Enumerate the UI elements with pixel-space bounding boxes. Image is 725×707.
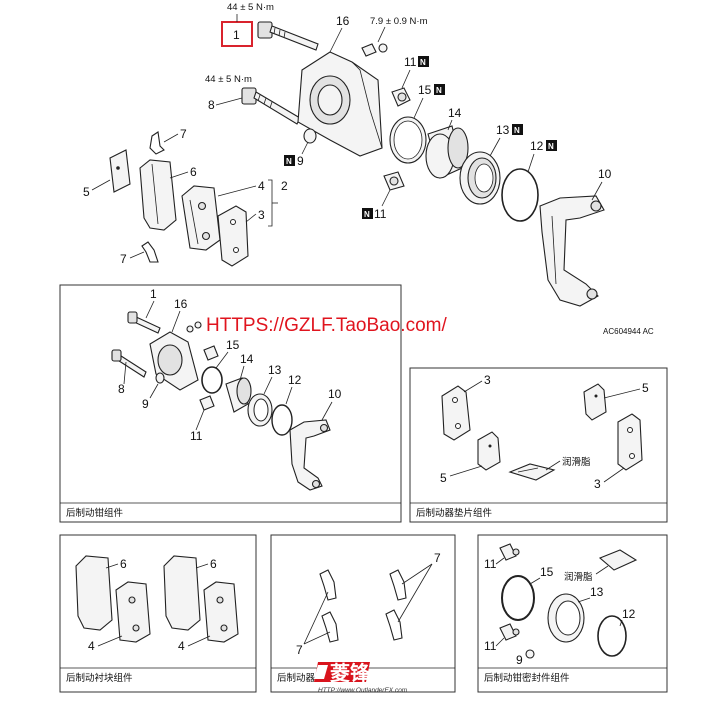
figure-code: AC604944 AC (603, 327, 654, 336)
torque-bleeder: 7.9 ± 0.9 N·m (370, 16, 428, 27)
svg-text:12: 12 (622, 607, 636, 621)
callout-4: 4 (258, 179, 265, 193)
bushing-9 (303, 128, 317, 144)
brake-pad-4 (181, 185, 221, 251)
lubricant-label-pads: 润滑脂 (562, 456, 591, 468)
svg-text:6: 6 (210, 557, 217, 571)
svg-text:N: N (286, 157, 292, 166)
panel-pad-assembly: 后制动器垫片组件 3 5 润滑脂 5 3 (409, 367, 668, 523)
caption-pad-assembly: 后制动器垫片组件 (416, 507, 493, 519)
svg-text:4: 4 (88, 639, 95, 653)
svg-text:15: 15 (540, 565, 554, 579)
svg-text:5: 5 (440, 471, 447, 485)
svg-text:7: 7 (296, 643, 303, 657)
caption-caliper-assembly: 后制动钳组件 (66, 507, 124, 519)
torque-bolt1: 44 ± 5 N·m (227, 2, 274, 13)
callout-14: 14 (448, 106, 462, 120)
svg-text:5: 5 (642, 381, 649, 395)
svg-text:4: 4 (178, 639, 185, 653)
svg-text:N: N (548, 142, 554, 151)
panel-clip-kit: 后制动器 7 7 (270, 534, 456, 693)
svg-text:13: 13 (268, 363, 282, 377)
callout-7-bottom: 7 (120, 252, 127, 266)
svg-text:N: N (436, 86, 442, 95)
watermark-url: HTTPS://GZLF.TaoBao.com/ (206, 315, 447, 336)
callout-5: 5 (83, 185, 90, 199)
callout-8: 8 (208, 98, 215, 112)
dust-boot-13 (459, 151, 501, 205)
svg-text:15: 15 (226, 338, 240, 352)
svg-text:10: 10 (328, 387, 342, 401)
main-exploded-view: 44 ± 5 N·m 1 7.9 ± 0.9 N·m 44 ± 5 N·m 8 (83, 2, 654, 336)
callout-10: 10 (598, 167, 612, 181)
brand-logo-text: 菱锋 (330, 661, 371, 685)
piston-14 (425, 125, 469, 179)
panel-caliper-assembly: 后制动钳组件 1 16 8 9 15 14 13 12 (59, 284, 402, 523)
svg-text:3: 3 (594, 477, 601, 491)
pin-boot-11 (391, 87, 411, 107)
svg-text:N: N (514, 126, 520, 135)
callout-1: 1 (233, 28, 240, 42)
torque-bolt8: 44 ± 5 N·m (205, 74, 252, 85)
caliper-support-10 (539, 195, 605, 307)
bleeder-screw (361, 43, 388, 57)
svg-text:11: 11 (190, 429, 203, 443)
svg-text:11: 11 (484, 639, 497, 653)
caption-shim-kit: 后制动衬块组件 (66, 672, 133, 684)
piston-seal-15 (389, 116, 427, 164)
pin-boot-11-lower (383, 171, 405, 191)
callout-9: 9 (297, 154, 304, 168)
callout-16: 16 (336, 14, 350, 28)
svg-text:N: N (420, 58, 426, 67)
svg-text:3: 3 (484, 373, 491, 387)
lubricant-label-seals: 润滑脂 (564, 571, 593, 583)
callout-12: 12 (530, 139, 544, 153)
svg-text:9: 9 (142, 397, 149, 411)
svg-text:N: N (364, 210, 370, 219)
svg-text:9: 9 (516, 653, 523, 667)
svg-text:6: 6 (120, 557, 127, 571)
pad-shim-5 (109, 149, 131, 193)
callout-11-top: 11 (404, 55, 417, 69)
svg-text:16: 16 (174, 297, 188, 311)
callout-7-top: 7 (180, 127, 187, 141)
boot-ring-12 (501, 168, 539, 222)
brand-url: HTTP://www.OutlanderEX.com (318, 687, 408, 694)
brake-pad-6 (139, 159, 177, 231)
svg-text:13: 13 (590, 585, 604, 599)
svg-text:7: 7 (434, 551, 441, 565)
caption-seal-kit: 后制动钳密封件组件 (484, 672, 570, 684)
callout-3: 3 (258, 208, 265, 222)
brand-logo: 菱锋 HTTP://www.OutlanderEX.com (314, 661, 408, 694)
panel-seal-kit: 后制动钳密封件组件 11 15 润滑脂 13 12 11 9 (477, 534, 668, 693)
callout-11-lower: 11 (374, 207, 387, 221)
svg-text:12: 12 (288, 373, 302, 387)
svg-text:11: 11 (484, 557, 497, 571)
svg-text:14: 14 (240, 352, 254, 366)
guide-pin-bolt-1 (257, 21, 319, 51)
pad-clip-7-bottom (141, 241, 159, 263)
callout-13: 13 (496, 123, 510, 137)
pad-shim-3 (217, 205, 249, 267)
svg-text:8: 8 (118, 382, 125, 396)
svg-text:1: 1 (150, 287, 157, 301)
panel-shim-kit: 后制动衬块组件 6 4 6 4 (59, 534, 257, 693)
caption-clip-kit: 后制动器 (277, 672, 316, 684)
guide-pin-bolt-8 (241, 87, 301, 125)
callout-2: 2 (281, 179, 288, 193)
callout-15: 15 (418, 83, 432, 97)
pad-clip-7-top (149, 131, 165, 155)
callout-6: 6 (190, 165, 197, 179)
caliper-body-16 (297, 51, 383, 157)
